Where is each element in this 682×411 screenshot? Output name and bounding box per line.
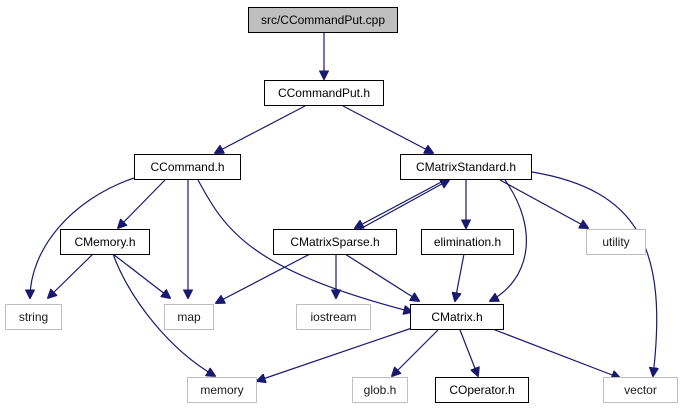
edge-cmatrix-glob [392,329,439,376]
edge-ccommand-cmemory [118,179,166,228]
node-iostream[interactable]: iostream [296,304,371,330]
node-ccommand-h[interactable]: CCommand.h [134,154,241,180]
edge-cmatrixstandard-utility [499,179,588,228]
node-coperator-h[interactable]: COperator.h [435,377,529,403]
edge-ccommand-string [30,177,135,298]
edge-cmatrixstandard-cmatrix [490,179,527,301]
node-ccommandput-h[interactable]: CCommandPut.h [264,80,384,106]
edge-cmatrixstandard-cmatrixsparse [355,179,446,228]
node-cmatrixstandard-h[interactable]: CMatrixStandard.h [400,154,532,180]
edge-ccommandput-cmatrixstandard [342,105,433,153]
edge-cmatrixsparse-cmatrixstandard [359,180,449,230]
node-memory[interactable]: memory [187,377,257,403]
node-cmatrix-h[interactable]: CMatrix.h [410,304,504,330]
edge-ccommand-cmatrix [197,179,412,312]
edge-cmatrixsparse-cmatrix [344,253,419,301]
node-elimination-h[interactable]: elimination.h [421,229,514,255]
edge-elimination-cmatrix [455,253,465,301]
edge-cmatrix-coperator [459,329,478,376]
node-string[interactable]: string [5,304,62,330]
edge-cmatrixstandard-vector [531,171,657,376]
node-vector[interactable]: vector [603,377,678,403]
edge-cmemory-string [48,253,94,298]
node-glob-h[interactable]: glob.h [352,377,408,403]
edge-cmatrix-vector [489,327,620,378]
node-root-cpp[interactable]: src/CCommandPut.cpp [248,7,398,33]
node-cmatrixsparse-h[interactable]: CMatrixSparse.h [273,229,397,255]
edge-ccommandput-ccommand [215,105,306,153]
edge-cmatrix-memory [257,327,413,381]
edge-cmemory-map [112,253,170,298]
node-map[interactable]: map [164,304,214,330]
node-cmemory-h[interactable]: CMemory.h [60,229,150,255]
node-utility[interactable]: utility [586,229,646,255]
edge-cmemory-memory [112,253,215,376]
edge-cmatrixsparse-map [216,253,311,303]
